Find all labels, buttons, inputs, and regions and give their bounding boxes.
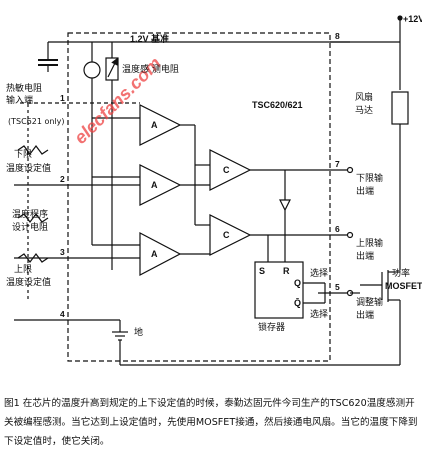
chip-label: TSC620/621	[252, 100, 303, 110]
thermistor-label-2: 输入端	[6, 94, 33, 106]
high-out-2: 出端	[356, 250, 374, 262]
ref-source	[83, 61, 101, 79]
amp-a3-label: A	[151, 249, 158, 259]
low-out-2: 出端	[356, 185, 374, 197]
fan-label-2: 马达	[355, 104, 373, 116]
circuit-diagram: elecfans.com 1.2V 基准 温度感 测电阻 TSC620/621 …	[6, 14, 422, 366]
amp-a2-label: A	[151, 180, 158, 190]
latch-s: S	[259, 266, 265, 276]
pin-5: 5	[335, 282, 340, 292]
mosfet-label-1: 功率	[392, 267, 410, 279]
comparator-c2	[209, 214, 252, 256]
cmp-c1-label: C	[223, 165, 230, 175]
vcc-label: +12V	[403, 14, 422, 24]
fan-motor	[391, 91, 409, 125]
pin-4: 4	[60, 309, 65, 319]
ref-label: 1.2V 基准	[130, 33, 169, 44]
low-out-1: 下限输	[356, 172, 383, 184]
thermistor-label-3: (TSC621 only)	[8, 117, 65, 126]
amp-a1	[139, 104, 182, 146]
adjust-out-2: 出端	[356, 309, 374, 321]
thermistor-label-1: 热敏电阻	[6, 82, 42, 94]
pin-8: 8	[335, 31, 340, 41]
adjust-out-1: 调整输	[356, 296, 383, 308]
program-res-2: 设计电阻	[12, 221, 48, 233]
amp-a3	[139, 232, 182, 276]
select-label-2: 选择	[310, 308, 328, 320]
latch-q: Q	[294, 278, 301, 288]
latch-r: R	[283, 266, 290, 276]
high-out-1: 上限输	[356, 237, 383, 249]
amp-a1-label: A	[151, 120, 158, 130]
comparator-c1	[209, 149, 252, 191]
program-res-1: 温度程序	[12, 208, 48, 220]
figure-caption: 图1 在芯片的温度升高到规定的上下设定值的时候，泰勤达固元件今司生产的TSC62…	[4, 398, 418, 447]
latch-block	[254, 261, 304, 319]
fan-label-1: 风扇	[355, 91, 373, 103]
amp-a2	[139, 164, 182, 206]
mosfet-label-2: MOSFET	[385, 281, 422, 291]
pin-7: 7	[335, 159, 340, 169]
latch-qbar: Q̄	[294, 298, 301, 308]
chip-boundary	[67, 32, 331, 362]
pin-2: 2	[60, 174, 65, 184]
select-label-1: 选择	[310, 267, 328, 279]
pin-6: 6	[335, 224, 340, 234]
pin-1: 1	[60, 93, 65, 103]
low-setpoint-2: 温度设定值	[6, 162, 51, 174]
latch-label: 锁存器	[258, 321, 285, 333]
high-setpoint-1: 上限	[14, 264, 32, 275]
pin-3: 3	[60, 247, 65, 257]
cmp-c2-label: C	[223, 230, 230, 240]
high-setpoint-2: 温度设定值	[6, 276, 51, 288]
ground-label: 地	[134, 326, 143, 338]
sensor-label: 温度感 测电阻	[122, 63, 179, 75]
low-setpoint-1: 下限	[14, 149, 32, 160]
